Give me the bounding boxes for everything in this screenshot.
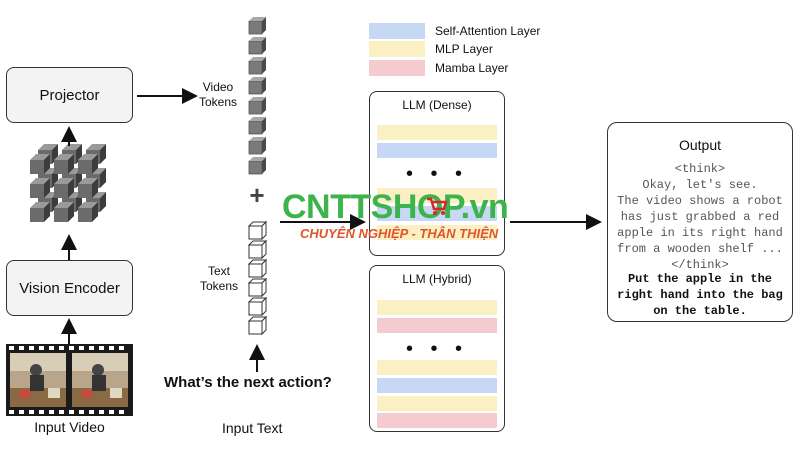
think-open-tag: <think> xyxy=(674,162,726,176)
video-frame-2 xyxy=(72,353,128,407)
dense-layer-mlp xyxy=(377,225,497,240)
legend-label-mamba: Mamba Layer xyxy=(435,61,509,75)
video-tokens-label: Video Tokens xyxy=(198,80,238,109)
video-frame-1 xyxy=(10,353,66,407)
dense-layer-self-attention xyxy=(377,143,497,158)
legend-swatch-mlp xyxy=(369,41,425,57)
input-text-label: Input Text xyxy=(222,420,283,436)
dense-layer-mlp xyxy=(377,188,497,203)
hybrid-layer-mlp xyxy=(377,300,497,315)
answer-line: on the table. xyxy=(653,304,747,318)
output-answer-block: Put the apple in the right hand into the… xyxy=(608,271,792,319)
legend-swatch-self-attention xyxy=(369,23,425,39)
hybrid-layer-self-attention xyxy=(377,378,497,393)
watermark-slogan: CHUYÊN NGHIỆP - THÂN THIỆN xyxy=(300,226,499,241)
vision-encoder-box: Vision Encoder xyxy=(6,260,133,316)
text-tokens-label: Text Tokens xyxy=(199,264,239,293)
input-video-filmstrip xyxy=(6,344,133,416)
cart-icon xyxy=(427,197,448,215)
think-line: Okay, let's see. xyxy=(642,178,758,192)
think-line: The video shows a robot xyxy=(617,194,783,208)
text-token-stack xyxy=(247,220,268,336)
output-title: Output xyxy=(678,137,722,153)
legend-label-self-attention: Self-Attention Layer xyxy=(435,24,541,38)
video-token-stack xyxy=(248,17,266,175)
think-line: has just grabbed a red xyxy=(620,210,780,224)
think-line: from a wooden shelf ... xyxy=(617,242,783,256)
answer-line: right hand into the bag xyxy=(617,288,783,302)
dense-layer-self-attention xyxy=(377,206,497,221)
hybrid-layer-mamba xyxy=(377,413,497,428)
hybrid-layer-mlp xyxy=(377,360,497,375)
llm-dense-box: LLM (Dense) • • • xyxy=(369,91,505,256)
hybrid-layer-mlp xyxy=(377,396,497,411)
output-think-block: <think> Okay, let's see. The video shows… xyxy=(608,161,792,273)
input-video-label: Input Video xyxy=(34,419,105,435)
hybrid-dots: • • • xyxy=(405,338,469,360)
film-sprocket-holes xyxy=(9,346,124,414)
legend-swatch-mamba xyxy=(369,60,425,76)
legend-label-mlp: MLP Layer xyxy=(435,42,493,56)
plus-sign: + xyxy=(249,180,265,210)
question-text: What’s the next action? xyxy=(164,374,332,391)
watermark-brand: CNTTSHOP.vn xyxy=(282,188,509,226)
output-box: Output <think> Okay, let's see. The vide… xyxy=(607,122,793,322)
vision-encoder-label: Vision Encoder xyxy=(19,279,120,297)
dense-layer-mlp xyxy=(377,125,497,140)
projector-label: Projector xyxy=(39,86,100,104)
think-close-tag: </think> xyxy=(671,258,729,272)
dense-dots: • • • xyxy=(405,163,469,185)
hybrid-layer-mamba xyxy=(377,318,497,333)
llm-dense-title: LLM (Dense) xyxy=(402,98,472,112)
llm-hybrid-title: LLM (Hybrid) xyxy=(402,272,472,286)
answer-line: Put the apple in the xyxy=(627,272,773,286)
projector-box: Projector xyxy=(6,67,133,123)
llm-hybrid-box: LLM (Hybrid) • • • xyxy=(369,265,505,432)
think-line: apple in its right hand xyxy=(617,226,783,240)
